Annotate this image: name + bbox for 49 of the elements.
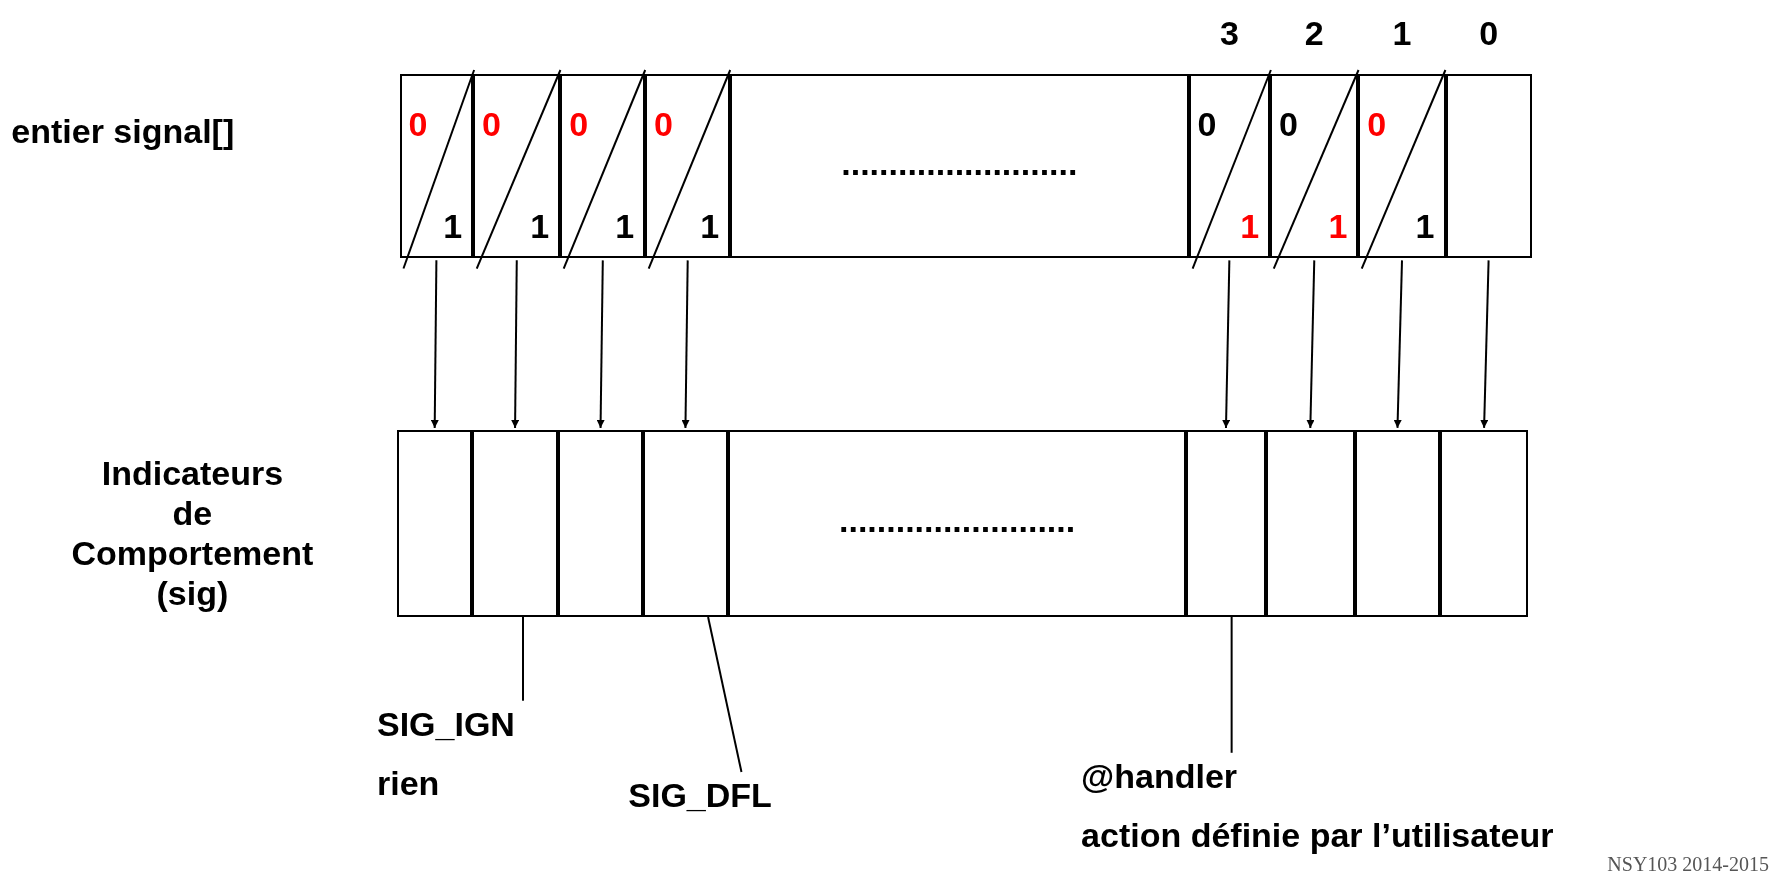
index-number: 0 bbox=[1478, 13, 1500, 54]
footer-text: NSY103 2014-2015 bbox=[1607, 853, 1769, 876]
index-number: 3 bbox=[1218, 13, 1240, 54]
array-cell bbox=[642, 430, 728, 617]
arrow bbox=[430, 259, 439, 429]
arrow bbox=[511, 259, 520, 429]
ellipsis-text: ......................... bbox=[838, 500, 1077, 541]
index-number: 2 bbox=[1303, 13, 1325, 54]
bit-value: 1 bbox=[700, 205, 720, 246]
bit-value: 0 bbox=[1197, 103, 1217, 144]
annotation-text: action définie par l’utilisateur bbox=[1081, 815, 1554, 856]
bit-value: 0 bbox=[408, 103, 428, 144]
arrow bbox=[1480, 259, 1490, 429]
row-label: entier signal[] bbox=[11, 110, 235, 151]
arrow bbox=[1393, 259, 1403, 429]
bit-value: 1 bbox=[443, 205, 463, 246]
arrow bbox=[681, 259, 690, 429]
array-cell bbox=[1265, 430, 1355, 617]
annotation-text: rien bbox=[376, 762, 440, 803]
bit-value: 0 bbox=[481, 103, 501, 144]
array-cell bbox=[730, 73, 1189, 259]
leader-line bbox=[522, 615, 524, 702]
bit-value: 1 bbox=[1240, 205, 1260, 246]
bit-value: 1 bbox=[1328, 205, 1348, 246]
leader-line bbox=[1230, 615, 1233, 754]
annotation-text: SIG_DFL bbox=[628, 775, 772, 816]
row-label: Indicateurs de Comportement (sig) bbox=[70, 452, 315, 613]
arrow bbox=[596, 259, 605, 429]
annotation-text: @handler bbox=[1081, 756, 1238, 797]
annotation-text: SIG_IGN bbox=[376, 704, 515, 745]
ellipsis-text: ......................... bbox=[840, 143, 1079, 184]
bit-value: 0 bbox=[1278, 103, 1298, 144]
array-cell bbox=[1355, 430, 1440, 617]
bit-value: 0 bbox=[654, 103, 673, 144]
arrow bbox=[1306, 259, 1316, 429]
bit-value: 1 bbox=[1415, 205, 1435, 246]
array-cell bbox=[472, 430, 559, 617]
array-cell bbox=[558, 430, 643, 617]
array-cell bbox=[397, 430, 473, 617]
bit-value: 1 bbox=[530, 205, 550, 246]
arrow bbox=[1222, 259, 1231, 429]
array-cell bbox=[1439, 430, 1529, 617]
array-cell bbox=[727, 430, 1187, 617]
array-cell bbox=[1186, 430, 1266, 617]
bit-value: 0 bbox=[1367, 103, 1387, 144]
index-number: 1 bbox=[1391, 13, 1413, 54]
bit-value: 1 bbox=[615, 205, 635, 246]
leader-line bbox=[707, 615, 743, 774]
bit-value: 0 bbox=[569, 103, 589, 144]
